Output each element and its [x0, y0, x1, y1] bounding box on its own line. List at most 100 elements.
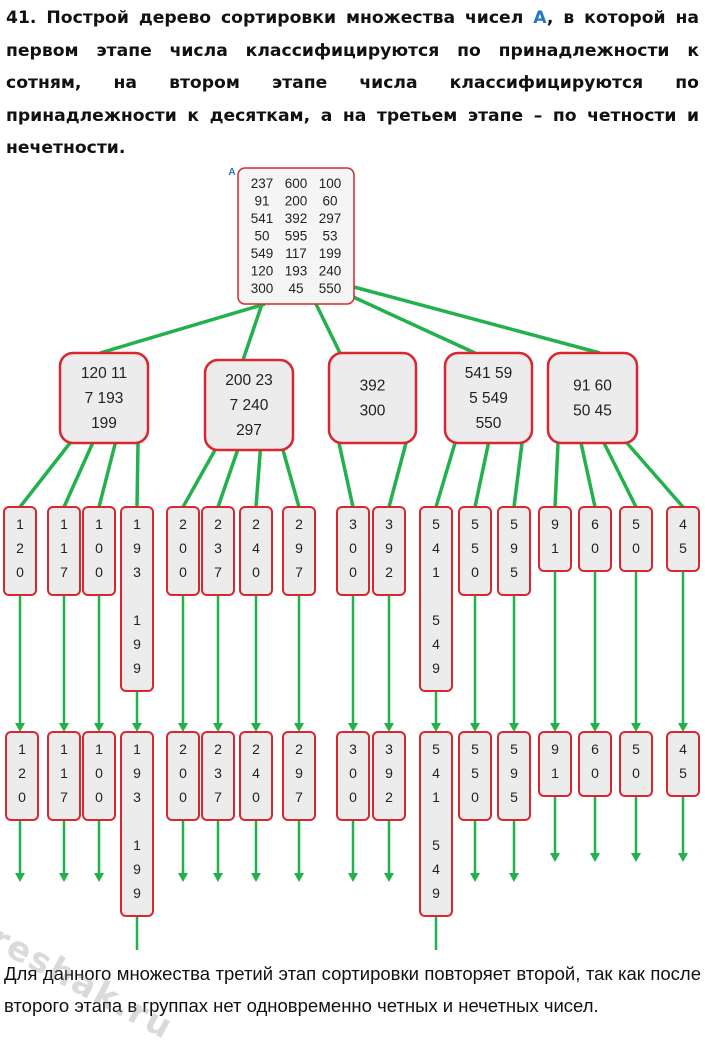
leaf-digit: 2 [295, 516, 303, 532]
leaf-box-frame [47, 506, 81, 596]
tens-leaf-box: 300 [336, 506, 370, 596]
root-number: 541 [251, 211, 274, 226]
leaf-digit: 2 [252, 516, 260, 532]
leaf-digit: 7 [60, 789, 68, 805]
arrow-head-stage3-4 [178, 723, 188, 732]
leaf-box-frame [201, 506, 235, 596]
leaf-digit: 1 [60, 540, 68, 556]
leaf-digit: 9 [133, 885, 141, 901]
leaf-digit: 2 [385, 564, 393, 580]
parity-leaf-box: 117 [47, 731, 81, 821]
leaf-digit: 1 [551, 765, 559, 781]
leaf-digit: 3 [133, 564, 141, 580]
group-line: 297 [236, 422, 262, 439]
root-number: 60 [322, 194, 337, 209]
connector-group-1-to-leaf-5 [216, 449, 240, 508]
leaf-digit: 2 [214, 516, 222, 532]
leaf-digit: 0 [18, 789, 26, 805]
tens-leaf-box: 100 [82, 506, 116, 596]
leaf-digit: 5 [432, 516, 440, 532]
parity-leaf-box: 392 [372, 731, 406, 821]
leaf-digit: 1 [551, 540, 559, 556]
root-number: 297 [319, 211, 342, 226]
leaf-box-frame [666, 506, 700, 572]
group-box-frame [58, 351, 150, 445]
leaf-digit: 5 [471, 540, 479, 556]
connector-group-4-to-leaf-14 [579, 442, 597, 508]
leaf-box-frame [666, 731, 700, 797]
leaf-digit: 0 [95, 564, 103, 580]
connector-group-1-to-leaf-4 [181, 449, 217, 508]
group-line: 7 193 [85, 390, 124, 407]
leaf-digit: 9 [551, 741, 559, 757]
arrow-head-out-11 [470, 873, 480, 882]
leaf-digit: 9 [295, 540, 303, 556]
tens-leaf-box: 297 [282, 506, 316, 596]
leaf-digit: 5 [632, 741, 640, 757]
leaf-digit: 3 [385, 741, 393, 757]
root-number: 193 [285, 264, 308, 279]
leaf-digit: 2 [385, 789, 393, 805]
arrow-head-stage3-16 [678, 723, 688, 732]
leaf-digit: 1 [95, 741, 103, 757]
task-text-before: Построй дерево сортировки множества чисе… [46, 8, 524, 28]
task-set-name: A [533, 8, 547, 28]
connector-group-4-to-leaf-16 [625, 441, 685, 509]
leaf-digit: 9 [133, 765, 141, 781]
group-box-frame [546, 351, 639, 445]
leaf-digit: 0 [349, 789, 357, 805]
leaf-digit: 3 [385, 516, 393, 532]
group-line: 50 45 [573, 403, 612, 420]
leaf-digit: 1 [133, 612, 141, 628]
arrow-head-stage3-12 [509, 723, 519, 732]
leaf-digit: 2 [295, 741, 303, 757]
tens-leaf-box: 45 [666, 506, 700, 572]
leaf-digit: 6 [591, 516, 599, 532]
leaf-box-frame [497, 506, 531, 596]
leaf-digit: 0 [349, 564, 357, 580]
root-box-frame [237, 167, 355, 305]
parity-leaf-box: 45 [666, 731, 700, 797]
leaf-box-frame [497, 731, 531, 821]
parity-leaf-box: 50 [619, 731, 653, 797]
leaf-digit: 1 [60, 516, 68, 532]
arrow-head-out-7 [294, 873, 304, 882]
arrow-head-stage3-11 [470, 723, 480, 732]
group-line: 91 60 [573, 378, 612, 395]
leaf-digit: 4 [679, 741, 687, 757]
arrow-head-out-2 [94, 873, 104, 882]
group-line: 7 240 [230, 397, 269, 414]
leaf-digit: 9 [551, 516, 559, 532]
leaf-digit: 2 [179, 741, 187, 757]
root-number: 50 [254, 229, 269, 244]
leaf-digit: 3 [349, 516, 357, 532]
leaf-digit: 0 [179, 564, 187, 580]
leaf-digit: 9 [133, 540, 141, 556]
arrow-head-out-6 [251, 873, 261, 882]
parity-leaf-box: 550 [458, 731, 492, 821]
leaf-digit: 2 [179, 516, 187, 532]
connector-root-to-group-4 [353, 285, 601, 355]
connector-root-to-group-1 [241, 303, 264, 361]
tens-leaf-box: 120 [3, 506, 37, 596]
leaf-box-frame [82, 731, 116, 821]
arrow-head-stage3-10 [431, 723, 441, 732]
connector-group-4-to-leaf-13 [553, 442, 560, 508]
tens-leaf-box: 200 [166, 506, 200, 596]
tens-leaf-box: 550 [458, 506, 492, 596]
leaf-box-frame [166, 506, 200, 596]
leaf-digit: 4 [432, 636, 440, 652]
leaf-digit: 9 [133, 861, 141, 877]
leaf-digit: 5 [510, 789, 518, 805]
arrow-head-stage3-2 [94, 723, 104, 732]
leaf-digit: 1 [18, 741, 26, 757]
parity-leaf-box: 91 [538, 731, 572, 797]
leaf-digit: 0 [252, 564, 260, 580]
root-number: 199 [319, 246, 342, 261]
leaf-box-frame [538, 731, 572, 797]
